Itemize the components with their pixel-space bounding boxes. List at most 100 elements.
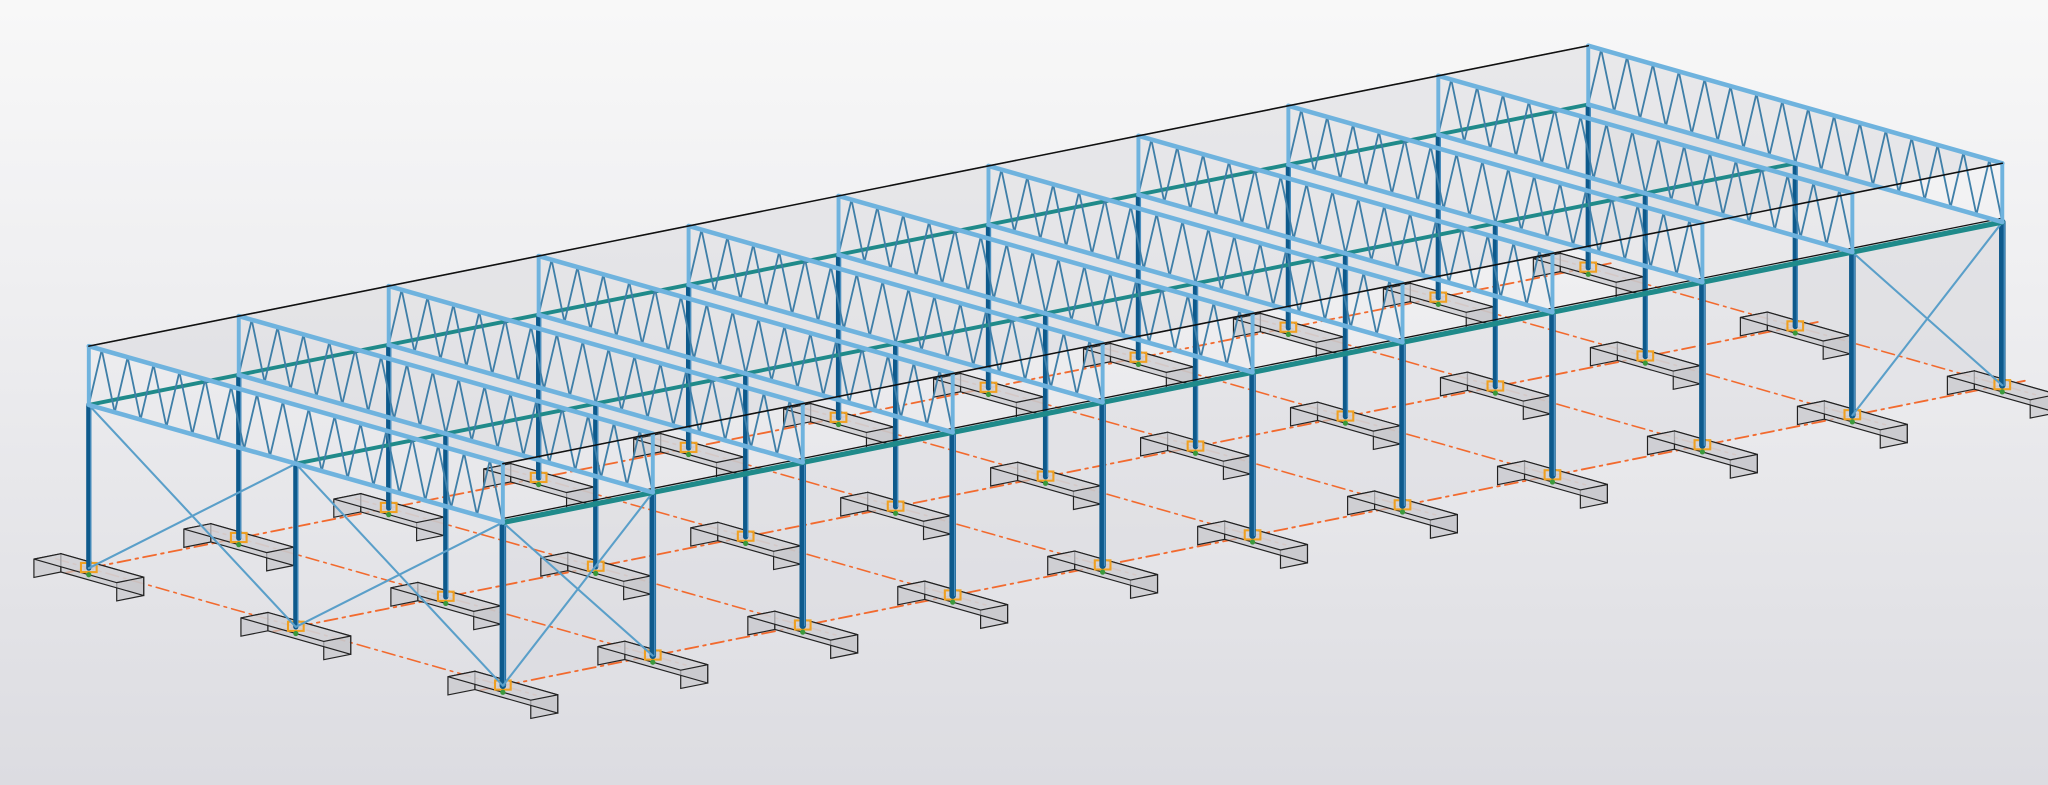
truss-web: [380, 355, 395, 420]
truss-web: [1272, 249, 1287, 307]
truss-web: [1703, 77, 1719, 143]
truss-web: [1884, 129, 1900, 194]
roof-truss: [386, 283, 806, 465]
truss-web: [1228, 160, 1243, 225]
truss-web: [842, 272, 858, 330]
truss-web: [1664, 70, 1680, 128]
truss-web: [1846, 121, 1861, 179]
truss-web: [1078, 190, 1093, 255]
truss-web: [1437, 78, 1453, 136]
truss-web: [915, 220, 931, 278]
truss-web: [491, 318, 507, 376]
roof-truss: [1136, 133, 1555, 315]
anchor-marker: [1249, 539, 1256, 545]
anchor-marker: [1792, 330, 1798, 336]
truss-web: [967, 235, 982, 293]
truss-top-chord: [1136, 133, 1555, 256]
truss-bottom-chord: [386, 342, 806, 465]
truss-web: [1181, 220, 1197, 285]
truss-web: [346, 422, 362, 480]
truss-web: [1083, 264, 1099, 330]
truss-web: [1988, 158, 2004, 223]
anchor-marker: [1342, 420, 1349, 426]
truss-web: [509, 392, 525, 457]
truss-bottom-chord: [236, 372, 656, 495]
anchor-marker: [1285, 331, 1291, 337]
truss-web: [700, 228, 716, 294]
truss-web: [1910, 136, 1926, 201]
truss-web: [400, 288, 416, 354]
truss-web: [478, 310, 494, 376]
truss-web: [1812, 181, 1828, 246]
truss-web: [1292, 182, 1308, 240]
truss-web: [1949, 151, 1965, 209]
truss-web: [1435, 219, 1450, 284]
truss-web: [1572, 189, 1587, 247]
truss-web: [946, 302, 962, 360]
truss-web: [1722, 159, 1737, 217]
truss-web: [204, 378, 220, 443]
truss-web: [476, 459, 491, 517]
truss-web: [1155, 212, 1171, 278]
truss-web: [413, 296, 429, 354]
truss-web: [1936, 143, 1952, 209]
truss-web: [1566, 115, 1582, 173]
truss-web: [646, 362, 662, 420]
anchor-marker: [1585, 271, 1591, 277]
truss-top-chord: [1286, 103, 1705, 226]
truss-web: [1807, 107, 1823, 172]
truss-web: [1246, 242, 1262, 300]
anchor-marker: [86, 572, 92, 578]
truss-web: [628, 280, 644, 346]
truss-web: [1375, 278, 1391, 336]
truss-web: [517, 325, 532, 383]
truss-web: [1859, 121, 1874, 187]
truss-web: [294, 407, 310, 465]
truss-web: [654, 288, 669, 353]
truss-web: [1786, 174, 1802, 239]
roof-truss: [236, 313, 656, 495]
truss-web: [830, 265, 845, 330]
truss-web: [783, 324, 799, 390]
truss-web: [444, 377, 460, 435]
truss-web: [406, 362, 421, 428]
truss-web: [1052, 183, 1068, 248]
truss-web: [1422, 219, 1437, 277]
anchor-marker: [1399, 509, 1406, 515]
truss-bottom-chord: [86, 402, 506, 525]
truss-web: [1502, 93, 1517, 158]
truss-web: [1760, 166, 1776, 231]
truss-web: [667, 295, 682, 353]
truss-web: [302, 333, 318, 398]
truss-web: [1527, 100, 1543, 165]
truss-web: [139, 363, 155, 421]
truss-web: [979, 235, 995, 300]
truss-web: [1794, 107, 1810, 165]
truss-web: [855, 272, 871, 338]
truss-web: [602, 273, 618, 338]
truss-web: [1365, 130, 1380, 188]
truss-web: [426, 296, 442, 361]
anchor-marker: [1999, 389, 2005, 395]
truss-web: [912, 361, 928, 426]
truss-web: [530, 325, 545, 390]
anchor-marker: [443, 600, 449, 607]
truss-web: [804, 258, 819, 323]
truss-web: [457, 377, 473, 442]
truss-web: [217, 385, 233, 443]
truss-web: [1287, 108, 1303, 166]
truss-web: [256, 392, 271, 458]
truss-web: [424, 444, 440, 502]
truss-web: [581, 340, 597, 405]
truss-web: [372, 429, 388, 487]
truss-web: [763, 391, 778, 456]
anchor-marker: [650, 659, 656, 665]
truss-web: [1362, 271, 1378, 336]
truss-web: [1525, 248, 1541, 306]
truss-web: [778, 250, 794, 316]
truss-web: [626, 429, 641, 486]
truss-web: [600, 421, 615, 479]
truss-web: [333, 415, 349, 480]
